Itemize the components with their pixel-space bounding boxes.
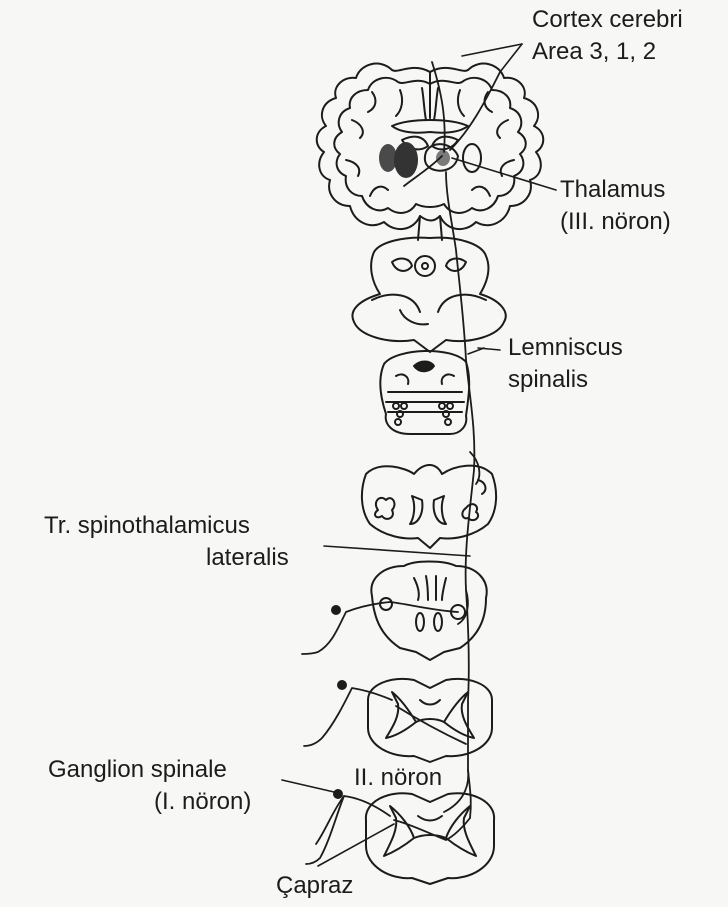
spinal-nerves [302,602,392,864]
upper-medulla-section [362,465,496,548]
label-lemniscus-spinalis: spinalis [508,366,588,394]
label-tract-lateralis: lateralis [206,544,289,572]
pons-section [380,351,469,434]
label-cortex-cerebri: Cortex cerebri [532,6,683,34]
label-thalamus: Thalamus [560,176,665,204]
label-second-neuron: II. nöron [354,764,442,792]
midbrain-section [352,238,505,352]
label-ganglion-neuron: (I. nöron) [154,788,251,816]
label-ganglion-spinale: Ganglion spinale [48,756,227,784]
label-decussation: Çapraz [276,872,353,900]
label-thalamus-neuron: (III. nöron) [560,208,671,236]
label-tract: Tr. spinothalamicus [44,512,250,540]
brain-coronal-section [317,64,544,240]
spinal-cord-segment-lower [366,793,494,884]
label-lemniscus: Lemniscus [508,334,623,362]
label-cortex-area: Area 3, 1, 2 [532,38,656,66]
leader-lines [282,44,556,866]
spinal-cord-segment-upper [368,679,492,762]
